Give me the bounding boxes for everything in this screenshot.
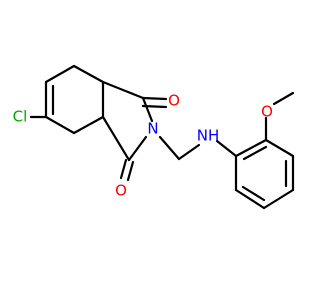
bond-n-ch2 [158, 135, 181, 161]
bond-ch2-nh [177, 143, 201, 161]
bond-imide-n-bottom [127, 135, 148, 162]
oxygen-top-label: O [168, 92, 180, 110]
bond-o-methyl [272, 91, 295, 106]
bond-imide-top [101, 80, 145, 100]
oxygen-bottom-label: O [115, 182, 127, 200]
bond-aryl-inner-1 [242, 145, 268, 161]
bond-aryl-inner-3 [241, 185, 266, 202]
molecule-diagram: Cl O O N NH O [12, 64, 295, 210]
bond-aryl-4 [262, 188, 295, 210]
bond-ring-2 [44, 64, 76, 84]
bond-aryl-1 [234, 138, 268, 158]
chlorine-label: Cl [13, 108, 28, 126]
bond-carbonyl-top-b [141, 104, 168, 109]
nitrogen-imide-label: N [147, 120, 158, 138]
bond-carbonyl-bottom-a [119, 158, 128, 180]
bond-aryl-5 [234, 188, 266, 210]
bond-ring-4 [44, 115, 76, 135]
bond-imide-bottom [101, 115, 131, 162]
amine-label: NH [197, 127, 220, 145]
bond-imide-n-top [141, 96, 154, 123]
bond-ring-1 [72, 64, 105, 84]
bond-aryl-2 [264, 138, 295, 158]
bond-nh-aryl [215, 139, 238, 158]
methoxy-oxygen-label: O [261, 103, 273, 121]
bond-ring-5 [72, 115, 105, 135]
bond-carbonyl-top-a [141, 96, 168, 101]
structure-svg: Cl O O N NH O [13, 64, 295, 210]
bond-carbonyl-bottom-b [126, 160, 135, 182]
